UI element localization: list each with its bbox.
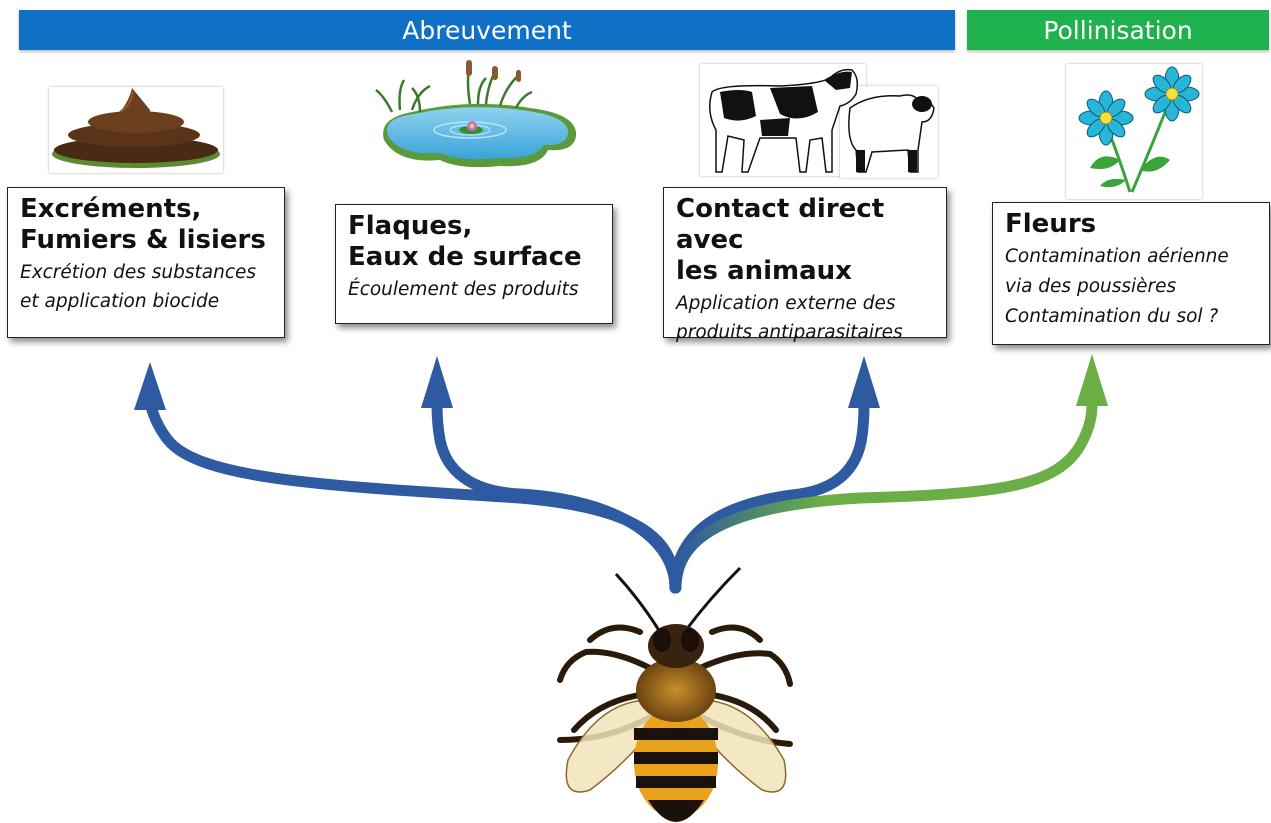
- banner-abreuvement-label: Abreuvement: [402, 15, 572, 45]
- card-flaques: Flaques, Eaux de surface Écoulement des …: [335, 204, 613, 324]
- arrow-to-animaux: [669, 356, 880, 594]
- card-excrements-desc: Excrétion des substances et application …: [20, 262, 257, 312]
- card-flaques-desc: Écoulement des produits: [348, 279, 579, 300]
- flowers-icon: [1078, 66, 1200, 193]
- cow-sheep-icon: [709, 68, 935, 173]
- card-animaux-desc: Application externe des produits antipar…: [676, 293, 903, 343]
- card-excrements-title: Excréments, Fumiers & lisiers: [20, 194, 266, 255]
- card-fleurs-desc: Contamination aérienne via des poussière…: [1005, 246, 1229, 327]
- card-animaux-title: Contact direct avec les animaux: [676, 194, 885, 286]
- banner-pollinisation: Pollinisation: [967, 10, 1269, 50]
- arrow-to-fleurs: [670, 354, 1108, 594]
- card-fleurs-title: Fleurs: [1005, 209, 1097, 239]
- arrow-to-excrements: [134, 362, 681, 594]
- banner-pollinisation-label: Pollinisation: [1043, 15, 1193, 45]
- card-flaques-title: Flaques, Eaux de surface: [348, 211, 582, 272]
- banner-abreuvement: Abreuvement: [19, 10, 955, 50]
- pond-icon: [375, 60, 577, 168]
- bee-icon: [557, 566, 793, 822]
- manure-icon: [52, 88, 220, 168]
- card-excrements: Excréments, Fumiers & lisiers Excrétion …: [7, 187, 285, 338]
- card-fleurs: Fleurs Contamination aérienne via des po…: [992, 202, 1270, 345]
- arrow-to-flaques: [421, 356, 681, 594]
- card-animaux: Contact direct avec les animaux Applicat…: [663, 187, 947, 343]
